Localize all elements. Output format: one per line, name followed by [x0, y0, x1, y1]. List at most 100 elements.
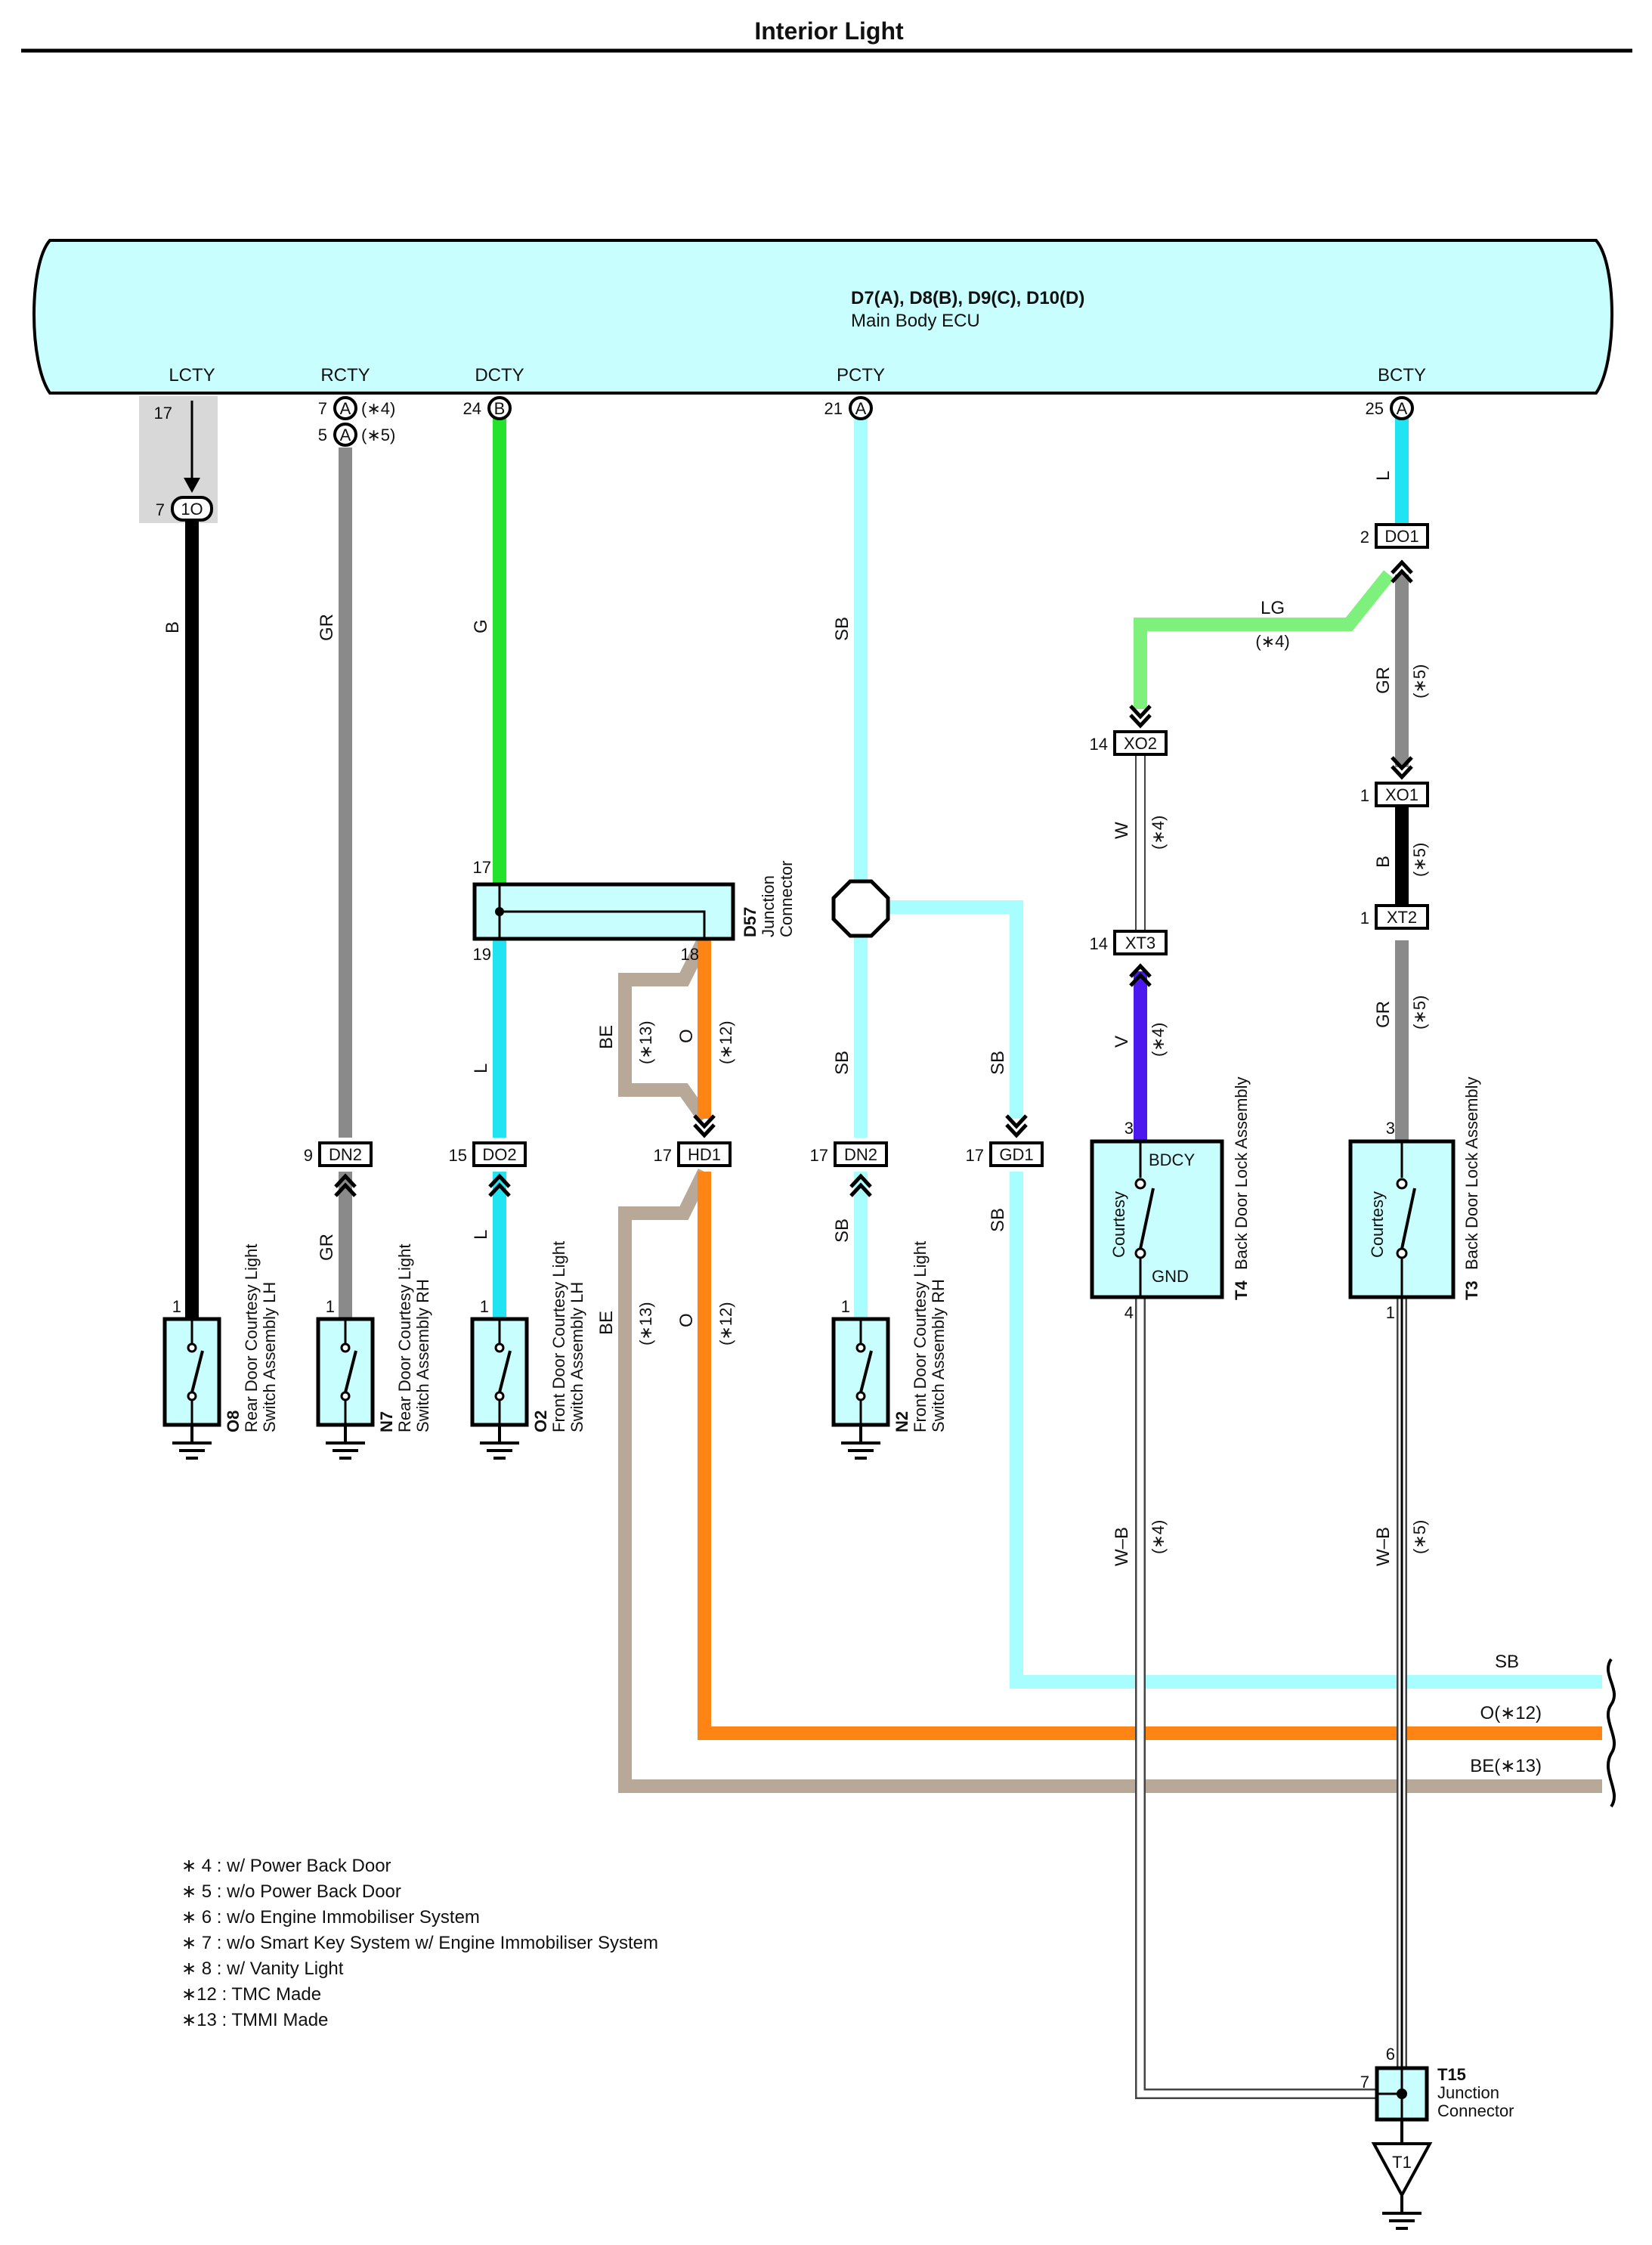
- label-gr-t3: GR: [1373, 1001, 1394, 1028]
- label-gr-rcty: GR: [317, 614, 337, 641]
- label-v: V: [1112, 1036, 1132, 1048]
- pin-num-d57-in: 17: [473, 858, 491, 877]
- t4-terminal-bdcy: BDCY: [1149, 1150, 1195, 1169]
- t4-back-door-lock: [1090, 1139, 1224, 1299]
- ecu-pin-bcty: A: [1390, 396, 1414, 420]
- switch-n7: [318, 1319, 373, 1460]
- svg-text:N7: N7: [377, 1411, 396, 1432]
- pin-num-t15-top: 6: [1386, 2045, 1395, 2064]
- pin-num-d57-out1: 19: [473, 945, 491, 964]
- wire-wb-t4-outer: [1135, 1297, 1377, 2099]
- o8-label: O8 Rear Door Courtesy Light Switch Assem…: [224, 1244, 279, 1432]
- note-b-xt2: (∗5): [1410, 843, 1429, 877]
- svg-text:XT2: XT2: [1387, 908, 1417, 927]
- footnote-6: ∗12 : TMC Made: [181, 1984, 321, 2005]
- ecu-codes: D7(A), D8(B), D9(C), D10(D): [851, 288, 1084, 308]
- svg-text:A: A: [855, 399, 867, 418]
- label-wb-t4: W–B: [1112, 1527, 1132, 1566]
- label-l-bcty: L: [1373, 471, 1394, 481]
- wire-lg-xo2: [1134, 570, 1395, 709]
- pin-bcty-label: BCTY: [1378, 365, 1426, 386]
- label-l-d57: L: [471, 1064, 491, 1073]
- pin-dcty-label: DCTY: [475, 365, 524, 386]
- svg-text:A: A: [340, 399, 351, 418]
- svg-text:DN2: DN2: [329, 1145, 362, 1164]
- note-wb-t4: (∗4): [1149, 1520, 1168, 1554]
- pin-num-t4-out: 4: [1125, 1303, 1134, 1322]
- pin-num-gd1: 17: [966, 1146, 984, 1165]
- pin-num-t3-out: 1: [1386, 1303, 1395, 1322]
- label-b-xt2: B: [1373, 856, 1394, 868]
- svg-text:B: B: [494, 399, 506, 418]
- footnotes: ∗ 4 : w/ Power Back Door ∗ 5 : w/o Power…: [181, 1856, 658, 2030]
- note-gr-t3: (∗5): [1410, 996, 1429, 1030]
- pin-num-xt2: 1: [1360, 909, 1369, 927]
- svg-text:DN2: DN2: [844, 1145, 877, 1164]
- t3-label: T3 Back Door Lock Assembly: [1462, 1076, 1481, 1300]
- svg-text:Back Door Lock Assembly: Back Door Lock Assembly: [1462, 1076, 1481, 1270]
- pin-num-dn2-right: 17: [810, 1146, 828, 1165]
- pin-num-xo2: 14: [1090, 735, 1108, 754]
- n7-label: N7 Rear Door Courtesy Light Switch Assem…: [377, 1244, 432, 1432]
- pin-num-o8: 1: [172, 1297, 181, 1316]
- o2-label: O2 Front Door Courtesy Light Switch Asse…: [531, 1241, 586, 1432]
- switch-o2: [472, 1319, 527, 1460]
- svg-text:A: A: [340, 426, 351, 444]
- pin-num-dn2-left: 9: [304, 1146, 313, 1165]
- svg-text:Front Door Courtesy Light: Front Door Courtesy Light: [911, 1241, 930, 1432]
- ecu-pin-dcty: B: [487, 396, 512, 420]
- t4-terminal-gnd: GND: [1152, 1267, 1189, 1286]
- note-lg: (∗4): [1255, 632, 1289, 651]
- ecu-name: Main Body ECU: [851, 311, 980, 331]
- ecu-pin-rcty-b: A: [333, 423, 357, 447]
- svg-text:Switch Assembly LH: Switch Assembly LH: [568, 1282, 586, 1432]
- lcty-arrowhead: [184, 478, 200, 493]
- svg-text:Rear Door Courtesy Light: Rear Door Courtesy Light: [395, 1244, 414, 1432]
- note-be-upper: (∗13): [636, 1020, 655, 1064]
- page-title: Interior Light: [754, 17, 904, 45]
- connector-xo1: XO1: [1375, 757, 1429, 807]
- svg-text:Back Door Lock Assembly: Back Door Lock Assembly: [1232, 1076, 1251, 1270]
- pin-rcty-label: RCTY: [320, 365, 370, 386]
- t15-junction-connector: [1375, 2066, 1429, 2122]
- d57-label: D57 Junction Connector: [741, 860, 796, 937]
- svg-text:XO2: XO2: [1124, 734, 1157, 753]
- pin-num-d57-out2: 18: [681, 945, 699, 964]
- connector-do1: DO1: [1375, 523, 1429, 582]
- t15-line1: Junction: [1437, 2083, 1499, 2102]
- note-rcty-b: (∗5): [361, 426, 395, 444]
- pin-num-t15-left: 7: [1360, 2073, 1369, 2092]
- svg-text:HD1: HD1: [688, 1145, 721, 1164]
- connector-hd1: HD1: [677, 1116, 732, 1167]
- svg-text:GD1: GD1: [999, 1145, 1033, 1164]
- svg-text:1O: 1O: [181, 500, 203, 519]
- pin-num-n2: 1: [841, 1297, 850, 1316]
- note-gr-xo1: (∗5): [1410, 664, 1429, 698]
- note-wb-t3: (∗5): [1410, 1520, 1429, 1554]
- label-sb-gd1: SB: [988, 1051, 1008, 1075]
- svg-text:O2: O2: [531, 1410, 550, 1432]
- label-w: W: [1112, 822, 1132, 839]
- svg-text:Front Door Courtesy Light: Front Door Courtesy Light: [549, 1241, 568, 1432]
- svg-text:XT3: XT3: [1125, 934, 1155, 952]
- svg-text:N2: N2: [893, 1411, 911, 1432]
- footnote-4: ∗ 7 : w/o Smart Key System w/ Engine Imm…: [181, 1933, 658, 1953]
- label-be-upper: BE: [596, 1025, 617, 1049]
- note-o-upper: (∗12): [716, 1020, 735, 1064]
- switch-o8: [165, 1319, 219, 1460]
- footnote-2: ∗ 5 : w/o Power Back Door: [181, 1881, 401, 1902]
- t3-inner-label: Courtesy: [1368, 1191, 1387, 1258]
- t3-back-door-lock: [1348, 1139, 1456, 1299]
- pin-num-pcty: 21: [824, 399, 843, 418]
- pin-num-dcty: 24: [463, 399, 481, 418]
- svg-text:Switch Assembly RH: Switch Assembly RH: [413, 1279, 432, 1432]
- connector-do2: DO2: [472, 1141, 527, 1196]
- footnote-3: ∗ 6 : w/o Engine Immobiliser System: [181, 1907, 480, 1928]
- sb-splice-octagon: [831, 879, 890, 938]
- pin-num-t4-in: 3: [1125, 1119, 1134, 1138]
- svg-text:T4: T4: [1232, 1280, 1251, 1300]
- note-v: (∗4): [1149, 1023, 1168, 1057]
- svg-text:XO1: XO1: [1385, 785, 1418, 804]
- pin-lcty-label: LCTY: [169, 365, 215, 386]
